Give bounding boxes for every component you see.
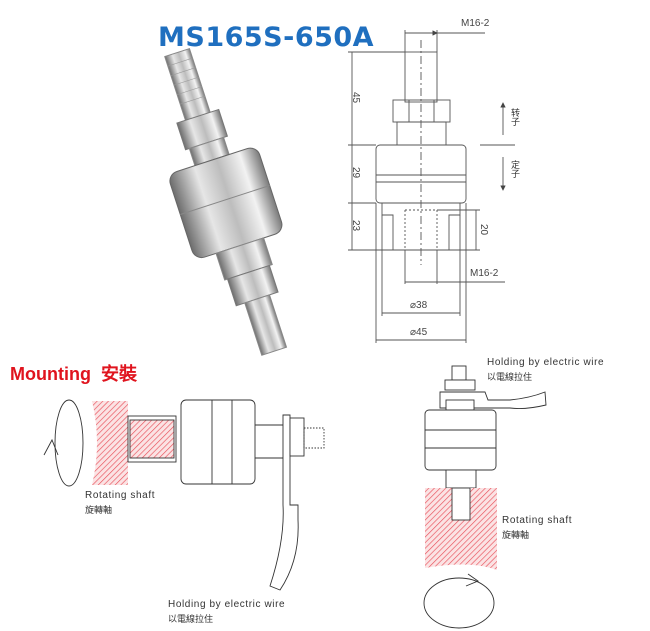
mounting-diagram-vertical (423, 365, 547, 629)
left-shaft-label: Rotating shaft (85, 490, 156, 501)
dimension-drawing (348, 30, 515, 343)
right-wire-label: Holding by electric wire (487, 357, 605, 368)
thread-top-label: M16-2 (461, 18, 490, 29)
thread-bottom-label: M16-2 (470, 268, 499, 279)
dim-29-label: 29 (350, 166, 362, 179)
mounting-heading-cn: 安裝 (100, 364, 137, 384)
right-wire-label-cn: 以電線拉住 (487, 373, 533, 383)
left-wire-label: Holding by electric wire (168, 599, 286, 610)
rotation-arrow-icon (54, 399, 84, 487)
dim-45-label: 45 (350, 91, 362, 104)
rotation-arrow-icon (423, 577, 495, 629)
rotor-label: 转子 (509, 108, 519, 126)
left-shaft-label-cn: 旋轉軸 (85, 506, 113, 516)
dim-20-label: 20 (478, 223, 490, 236)
dim-23-label: 23 (350, 219, 362, 232)
dia-38-label: ⌀38 (410, 300, 428, 311)
left-wire-label-cn: 以電線拉住 (168, 615, 214, 625)
mounting-heading-text: Mounting (10, 364, 91, 384)
product-title: MS165S-650A (158, 22, 375, 53)
product-photo (164, 47, 288, 356)
right-shaft-label-cn: 旋轉軸 (502, 531, 530, 541)
dia-45-label: ⌀45 (410, 327, 428, 338)
right-shaft-label: Rotating shaft (502, 515, 573, 526)
stator-label: 定子 (509, 160, 519, 178)
mounting-diagram-horizontal (43, 399, 325, 591)
mounting-heading: Mounting 安裝 (10, 360, 137, 386)
